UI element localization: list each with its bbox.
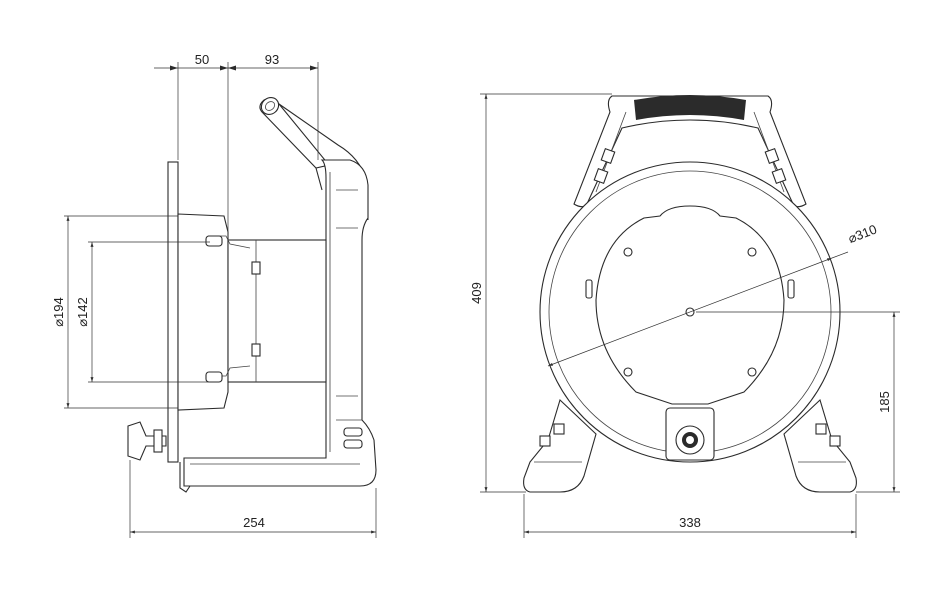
dimension-diameters: ⌀194 ⌀142	[51, 215, 210, 409]
front-socket	[665, 407, 715, 461]
dimension-label-50: 50	[195, 52, 209, 67]
dimension-overall-height: 409	[469, 93, 612, 493]
dimension-hub-offset: 50 93	[154, 52, 319, 238]
front-handle	[573, 95, 807, 208]
dimension-overall-depth: 254	[129, 460, 377, 538]
dimension-value-194: 194	[51, 297, 66, 319]
dimension-value-142: 142	[75, 297, 90, 319]
dimension-label-409: 409	[469, 282, 484, 304]
dimension-value-310: 310	[853, 222, 879, 244]
dimension-label-194: ⌀194	[51, 297, 66, 327]
dimension-label-254: 254	[243, 515, 265, 530]
diameter-symbol-icon: ⌀	[51, 319, 66, 327]
diameter-symbol-icon: ⌀	[75, 319, 90, 327]
dimension-label-185: 185	[877, 391, 892, 413]
dimension-overall-width: 338	[523, 494, 857, 538]
front-view: ⌀310 409 185 338	[469, 93, 900, 538]
dimension-label-310: ⌀310	[846, 222, 879, 247]
dimension-label-142: ⌀142	[75, 297, 90, 327]
dimension-label-93: 93	[265, 52, 279, 67]
side-bracket	[179, 462, 191, 493]
side-crank-knob	[127, 421, 167, 461]
side-frame	[183, 159, 377, 487]
side-view: 50 93 ⌀194 ⌀142 254	[51, 52, 377, 538]
side-handle	[259, 97, 369, 221]
dimension-axis-height: 185	[696, 311, 900, 493]
dimension-label-338: 338	[679, 515, 701, 530]
dimension-drum-diameter: ⌀310	[547, 222, 879, 367]
front-feet	[523, 398, 857, 493]
side-drum	[167, 161, 327, 463]
